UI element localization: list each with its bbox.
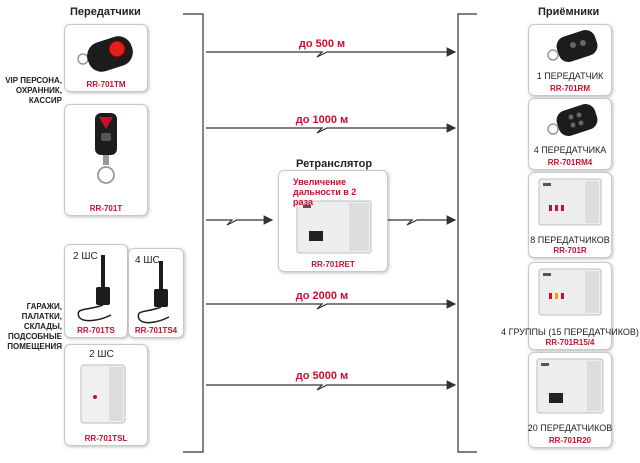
repeater-card: Увеличение дальности в 2 раза RR-701RET [278, 170, 388, 272]
receivers-header: Приёмники [538, 6, 600, 18]
repeater-model: RR-701RET [311, 260, 355, 269]
receiver-card-rm4: 4 ПЕРЕДАТЧИКА RR-701RM4 [528, 98, 612, 170]
arrow-2000m [206, 299, 457, 310]
repeater-header: Ретранслятор [296, 158, 373, 170]
receiver-model: RR-701R [553, 246, 587, 255]
category-garages: ГАРАЖИ, ПАЛАТКИ, СКЛАДЫ, ПОДСОБНЫЕ ПОМЕЩ… [2, 302, 62, 352]
receiver-capacity: 4 ПЕРЕДАТЧИКА [533, 145, 607, 155]
category-vip-line: КАССИР [28, 96, 62, 105]
arrow-to-repeater [206, 215, 274, 226]
transmitter-model: RR-701T [89, 204, 123, 213]
receiver-card-r20: 20 ПЕРЕДАТЧИКОВ RR-701R20 [528, 352, 612, 448]
distance-label: до 2000 м [295, 290, 349, 302]
sensor-box-icon [80, 364, 126, 424]
category-garages-line: ПОДСОБНЫЕ [7, 332, 62, 341]
receiver-capacity: 20 ПЕРЕДАТЧИКОВ [527, 423, 613, 433]
transmitter-model: RR-701TS4 [134, 326, 178, 335]
transmitters-bracket [183, 13, 204, 453]
transmitter-card-ts: 2 ШС RR-701TS [64, 244, 128, 338]
key-fob-icon [547, 104, 598, 136]
arrow-500m [206, 47, 457, 58]
receiver-model: RR-701RM [549, 84, 590, 93]
category-garages-line: ПАЛАТКИ, [21, 312, 62, 321]
transmitters-header: Передатчики [70, 6, 141, 18]
distance-label: до 5000 м [295, 370, 349, 382]
key-fob-icon [95, 113, 117, 184]
receiver-card-r15-4: 4 ГРУППЫ (15 ПЕРЕДАТЧИКОВ) RR-701R15/4 [501, 262, 639, 350]
zones-label: 2 ШС [89, 349, 114, 360]
repeater-note: Увеличение дальности в 2 раза [293, 177, 357, 207]
antenna-module-icon [137, 261, 170, 324]
arrow-from-repeater [388, 215, 457, 226]
receiver-card-rm: 1 ПЕРЕДАТЧИК RR-701RM [528, 24, 612, 96]
transmitter-card-tsl: 2 ШС RR-701TSL [64, 344, 148, 446]
receiver-panel-icon [536, 358, 604, 414]
arrow-1000m [206, 123, 457, 134]
receiver-panel-icon [538, 268, 602, 316]
receiver-model: RR-701RM4 [547, 158, 593, 167]
category-vip-line: VIP ПЕРСОНА, [5, 76, 62, 85]
category-garages-line: СКЛАДЫ, [23, 322, 62, 331]
repeater-device-icon [296, 200, 372, 254]
receiver-capacity: 8 ПЕРЕДАТЧИКОВ [530, 235, 610, 245]
distance-label: до 500 м [298, 38, 346, 50]
zones-label: 2 ШС [73, 251, 98, 262]
antenna-module-icon [77, 255, 112, 322]
transmitter-model: RR-701TSL [84, 434, 128, 443]
key-fob-icon [547, 30, 598, 62]
key-fob-icon [77, 36, 133, 72]
receiver-panel-icon [538, 178, 602, 226]
receiver-model: RR-701R20 [548, 436, 592, 445]
distance-label: до 1000 м [295, 114, 349, 126]
receivers-bracket [457, 13, 477, 453]
category-garages-line: ГАРАЖИ, [26, 302, 62, 311]
transmitter-model: RR-701TM [86, 80, 126, 89]
transmitter-model: RR-701TS [77, 326, 115, 335]
transmitter-card-t: RR-701T [64, 104, 148, 216]
receiver-card-r: 8 ПЕРЕДАТЧИКОВ RR-701R [528, 172, 612, 258]
zones-label: 4 ШС [135, 255, 160, 266]
category-vip: VIP ПЕРСОНА, ОХРАННИК, КАССИР [2, 76, 62, 106]
receiver-capacity: 1 ПЕРЕДАТЧИК [536, 71, 604, 81]
category-vip-line: ОХРАННИК, [15, 86, 62, 95]
transmitter-card-ts4: 4 ШС RR-701TS4 [128, 248, 184, 338]
category-garages-line: ПОМЕЩЕНИЯ [7, 342, 62, 351]
transmitter-card-tm: RR-701TM [64, 24, 148, 92]
arrow-5000m [206, 380, 457, 391]
receiver-capacity: 4 ГРУППЫ (15 ПЕРЕДАТЧИКОВ) [501, 327, 639, 337]
receiver-model: RR-701R15/4 [545, 338, 595, 347]
